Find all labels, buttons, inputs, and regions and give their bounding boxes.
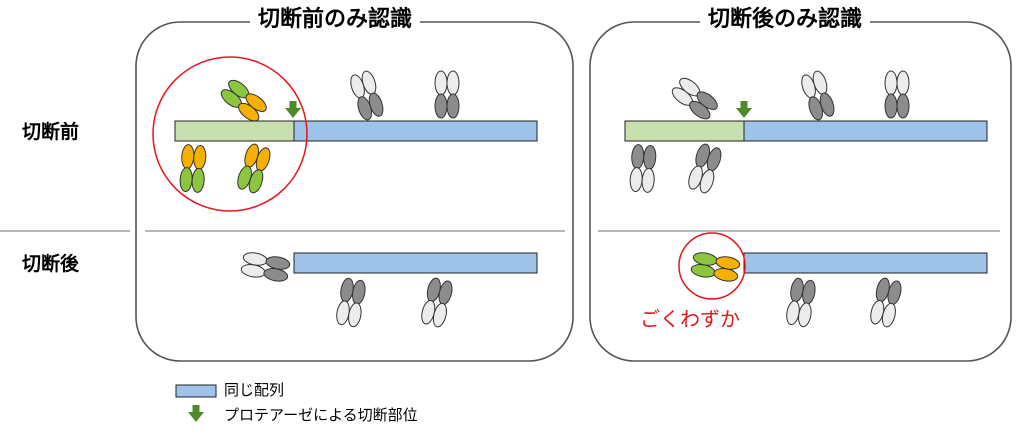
antibody-colored: [220, 79, 267, 122]
legend-bar-label: 同じ配列: [224, 381, 285, 399]
highlight-circle: [152, 56, 308, 212]
highlight-circle: [678, 232, 746, 300]
antibody-gray: [688, 143, 722, 194]
annotation-trace: ごくわずか: [640, 307, 740, 331]
antibody-gray: [884, 70, 910, 119]
blue-segment-bar: [293, 120, 538, 142]
panel-title-left: 切断前のみ認識: [250, 6, 421, 34]
cleavage-arrow-icon: [285, 101, 301, 118]
green-segment-bar: [174, 120, 295, 142]
legend-arrow-icon: [188, 405, 204, 422]
antibody-colored: [179, 144, 207, 193]
antibody-gray: [421, 277, 453, 328]
antibody-gray: [336, 277, 366, 328]
antibody-gray: [870, 277, 902, 328]
antibody-gray: [801, 70, 835, 121]
blue-segment-bar: [743, 120, 988, 142]
antibody-gray: [671, 77, 718, 120]
antibody-gray: [434, 70, 460, 119]
blue-segment-bar: [743, 252, 988, 274]
blue-segment-bar: [293, 252, 538, 274]
antibody-gray: [629, 144, 657, 193]
antibody-colored: [237, 143, 271, 194]
antibody-gray: [240, 252, 291, 282]
panel-title-right: 切断後のみ認識: [700, 6, 871, 34]
antibody-colored: [690, 252, 741, 282]
green-segment-bar: [624, 120, 745, 142]
row-label-after: 切断後: [22, 253, 80, 275]
cleavage-arrow-icon: [736, 101, 752, 118]
antibody-gray: [350, 70, 384, 121]
legend-arrow-label: プロテアーゼによる切断部位: [224, 406, 418, 424]
antibody-gray: [786, 277, 816, 328]
row-label-before: 切断前: [22, 121, 80, 143]
legend-bar-swatch: [175, 384, 217, 398]
